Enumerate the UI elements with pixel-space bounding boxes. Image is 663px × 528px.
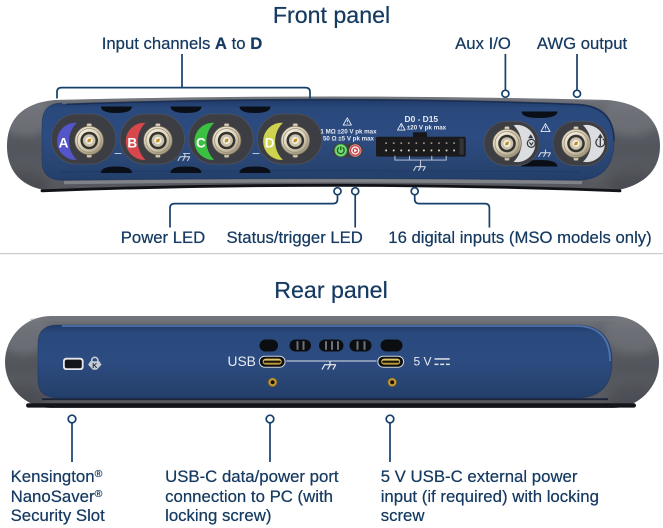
svg-text:D: D bbox=[265, 136, 275, 151]
svg-text:D0 - D15: D0 - D15 bbox=[405, 114, 439, 124]
svg-text:1 MΩ ±20 V pk max: 1 MΩ ±20 V pk max bbox=[320, 129, 377, 136]
svg-text:C: C bbox=[196, 136, 206, 151]
svg-text:50 Ω ±5 V pk max: 50 Ω ±5 V pk max bbox=[323, 136, 375, 143]
svg-text:USB: USB bbox=[228, 354, 256, 369]
svg-text:±20 V pk max: ±20 V pk max bbox=[407, 124, 447, 131]
svg-text:5 V: 5 V bbox=[414, 354, 432, 368]
svg-text:B: B bbox=[127, 136, 137, 151]
svg-text:K: K bbox=[92, 363, 97, 370]
svg-text:A: A bbox=[59, 136, 69, 151]
